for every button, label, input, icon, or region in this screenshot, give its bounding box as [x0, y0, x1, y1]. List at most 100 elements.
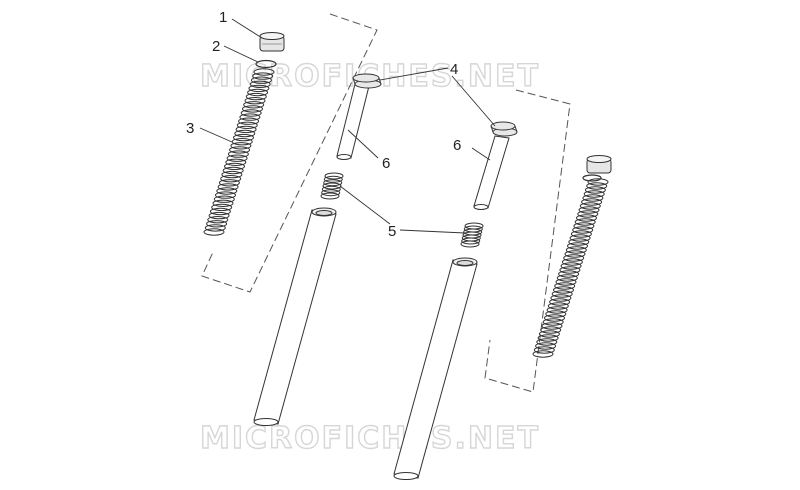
spring-coil: [536, 338, 558, 346]
fork-leg-left: [253, 207, 337, 426]
spring-coil: [221, 170, 243, 179]
spring-coil: [544, 314, 565, 322]
spring-coil: [559, 266, 581, 274]
spring-coil: [561, 258, 583, 266]
spring-coil: [324, 172, 344, 180]
spring-coil: [203, 228, 225, 236]
spring-coil: [550, 294, 572, 302]
callout-6-right: 6: [453, 137, 461, 154]
spring-coil: [248, 84, 270, 93]
spring-coil: [545, 310, 567, 318]
ring-right: [582, 174, 602, 182]
spring-coil: [213, 195, 235, 203]
spring-coil: [578, 206, 600, 214]
spring-coil: [253, 68, 275, 76]
callout-3: 3: [186, 120, 194, 137]
spring-coil: [553, 286, 574, 294]
leader-lines: [199, 18, 496, 234]
callout-4: 4: [450, 61, 458, 78]
spring-coil: [560, 262, 582, 270]
spring-coil: [574, 218, 596, 226]
spring-coil: [564, 250, 586, 258]
spring-coil: [225, 158, 247, 167]
spring-coil: [537, 334, 559, 342]
spring-coil: [252, 72, 274, 80]
spring-coil: [239, 113, 261, 121]
cap-left: [259, 32, 285, 52]
spring-coil: [555, 278, 577, 286]
spring-coil: [320, 192, 340, 200]
spring-coil: [558, 270, 580, 278]
spring-coil: [220, 175, 242, 183]
spring-coil: [323, 179, 343, 187]
spring-coil: [242, 105, 263, 113]
spring-coil: [229, 146, 251, 154]
right-assembly-frame: [484, 89, 571, 393]
spring-coil: [216, 187, 238, 195]
spring-coil: [323, 175, 343, 183]
spring-coil: [532, 350, 554, 358]
spring-coil: [554, 282, 576, 290]
spring-coil: [460, 240, 480, 248]
spring-coil: [206, 220, 228, 228]
spring-coil: [540, 326, 562, 334]
callout-2: 2: [212, 38, 220, 55]
spring-coil: [207, 216, 229, 224]
spring-coil: [572, 226, 594, 234]
spring-coil: [533, 346, 555, 354]
spring-coil: [322, 182, 342, 190]
spring-coil: [245, 92, 267, 101]
callout-6-left: 6: [382, 155, 390, 172]
spring-coil: [209, 207, 231, 216]
spring-coil: [224, 162, 245, 171]
spring-coil: [587, 178, 609, 186]
spring-left: [203, 68, 275, 236]
watermark-bottom: MICROFICHES.NET: [200, 421, 540, 456]
assembly-frames: [201, 13, 571, 393]
spring-coil: [208, 211, 230, 220]
left-assembly-frame: [201, 13, 378, 293]
spring-coil: [204, 224, 226, 232]
spring-coil: [546, 306, 568, 314]
spring-coil: [582, 194, 604, 202]
spring-coil: [222, 166, 244, 175]
upper-tube-left: [336, 83, 370, 160]
spring-coil: [240, 109, 262, 117]
spring-coil: [321, 185, 341, 193]
spring-coil: [551, 290, 573, 298]
upper-tube-right: [473, 135, 510, 210]
spring-coil: [233, 133, 254, 142]
spring-coil: [250, 76, 272, 84]
spring-coil: [570, 230, 592, 238]
spring-coil: [567, 242, 588, 250]
spring-coil: [249, 80, 271, 89]
spring-coil: [581, 198, 603, 206]
spring-coil: [563, 254, 585, 262]
spring-coil: [247, 88, 269, 97]
bushing-left: [352, 73, 382, 89]
spring-coil: [243, 101, 265, 109]
bushing-right: [490, 121, 518, 137]
spring-coil: [244, 97, 266, 105]
spring-coil: [569, 234, 591, 242]
spring-coil: [556, 274, 578, 282]
spring-coil: [461, 237, 481, 245]
spring-right: [532, 178, 609, 358]
spring-coil: [538, 330, 560, 338]
spring-coil: [577, 210, 599, 218]
spring-coil: [541, 322, 563, 330]
spring-coil: [212, 199, 234, 208]
spring-coil: [236, 121, 258, 130]
spring-coil: [576, 214, 597, 222]
spring-coil: [549, 298, 571, 306]
spring-coil: [321, 189, 341, 197]
spring-coil: [226, 154, 248, 162]
spring-coil: [218, 179, 240, 187]
spring-coil: [586, 182, 608, 190]
spring-coil: [584, 186, 606, 194]
spring-coil: [547, 302, 569, 310]
spring-coil: [238, 117, 260, 125]
short-spring-left: [320, 172, 344, 200]
ring-left: [255, 59, 277, 69]
